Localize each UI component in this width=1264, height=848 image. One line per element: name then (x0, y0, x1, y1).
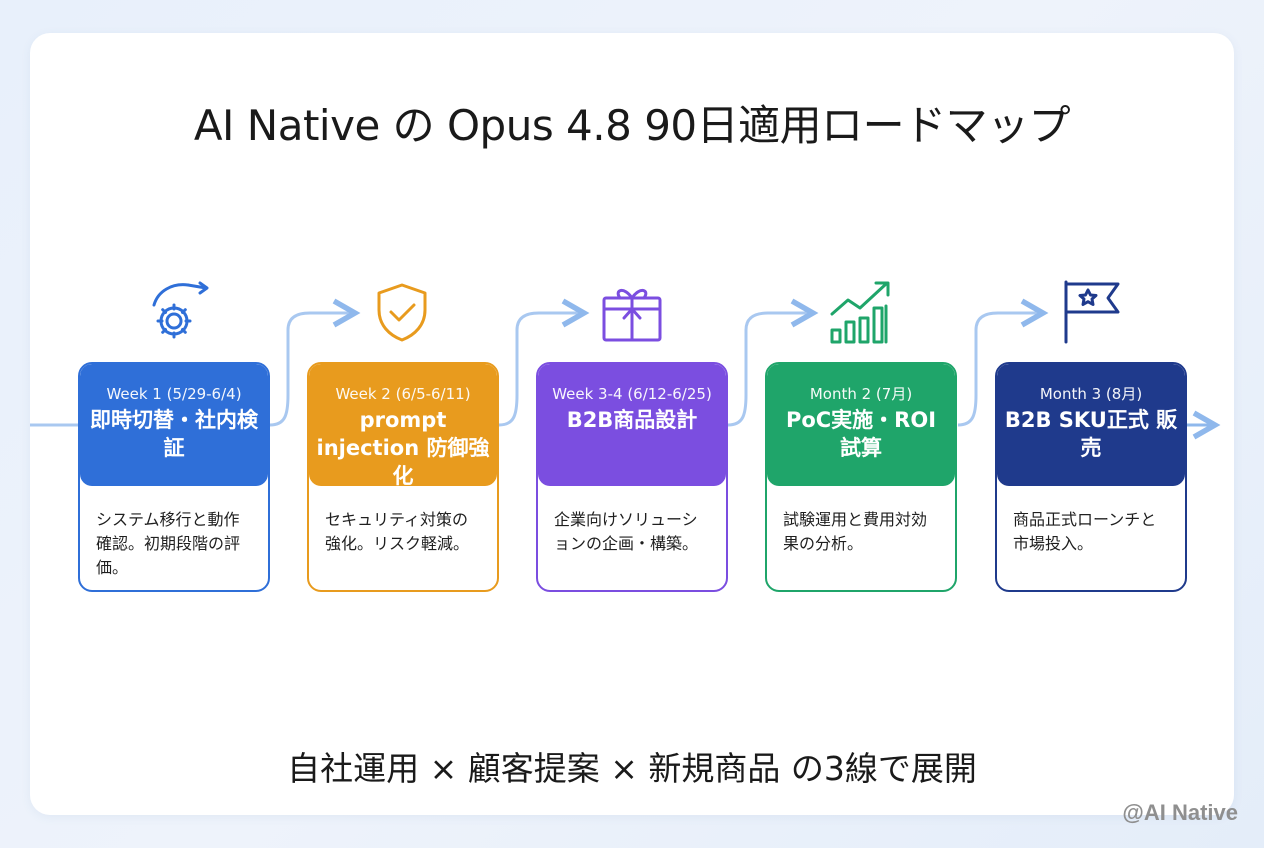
gear-icon (152, 281, 209, 339)
step-period: Month 3 (8月) (1039, 385, 1143, 403)
connector-arrow-2 (498, 298, 590, 427)
summary-tagline: 自社運用 × 顧客提案 × 新規商品 の3線で展開 (287, 749, 977, 788)
step-description: 企業向けソリューションの企画・構築。 (554, 510, 699, 553)
growth-chart-icon (830, 281, 890, 344)
step-name: 即時切替・社内検証 (90, 408, 258, 460)
step-name: B2B SKU正式 販売 (1004, 408, 1178, 460)
step-period: Week 3-4 (6/12-6/25) (552, 385, 712, 403)
roadmap-step-week2: Week 2 (6/5-6/11) prompt injection 防御強化 … (307, 362, 499, 592)
roadmap-step-week1: Week 1 (5/29-6/4) 即時切替・社内検証 システム移行と動作確認。… (78, 362, 270, 592)
roadmap-step-week3-4: Week 3-4 (6/12-6/25) B2B商品設計 企業向けソリューション… (536, 362, 728, 592)
gift-box-icon (602, 289, 662, 342)
step-header: Month 3 (8月) B2B SKU正式 販売 (997, 364, 1185, 486)
flag-star-icon (1064, 280, 1120, 344)
connector-arrow-3 (727, 298, 819, 427)
step-period: Week 2 (6/5-6/11) (335, 385, 471, 403)
watermark: @AI Native (1122, 800, 1238, 825)
step-header: Week 3-4 (6/12-6/25) B2B商品設計 (538, 364, 726, 486)
roadmap-step-month2: Month 2 (7月) PoC実施・ROI 試算 試験運用と費用対効果の分析。 (765, 362, 957, 592)
step-name: PoC実施・ROI 試算 (785, 408, 937, 460)
step-period: Week 1 (5/29-6/4) (106, 385, 242, 403)
step-header: Month 2 (7月) PoC実施・ROI 試算 (767, 364, 955, 486)
roadmap-step-month3: Month 3 (8月) B2B SKU正式 販売 商品正式ローンチと市場投入。 (995, 362, 1187, 592)
step-period: Month 2 (7月) (809, 385, 913, 403)
step-header: Week 2 (6/5-6/11) prompt injection 防御強化 (309, 364, 497, 488)
step-description: セキュリティ対策の強化。リスク軽減。 (325, 510, 470, 553)
step-description: システム移行と動作確認。初期段階の評価。 (96, 510, 241, 577)
step-description: 試験運用と費用対効果の分析。 (783, 510, 928, 553)
step-name: prompt injection 防御強化 (316, 408, 490, 488)
shield-check-icon (377, 283, 427, 342)
step-name: B2B商品設計 (566, 408, 698, 432)
connector-arrow-4 (957, 298, 1049, 427)
connector-arrow-1 (269, 298, 361, 427)
page-title: AI Native の Opus 4.8 90日適用ロードマップ (193, 101, 1071, 150)
step-description: 商品正式ローンチと市場投入。 (1013, 510, 1157, 553)
step-header: Week 1 (5/29-6/4) 即時切替・社内検証 (80, 364, 268, 486)
